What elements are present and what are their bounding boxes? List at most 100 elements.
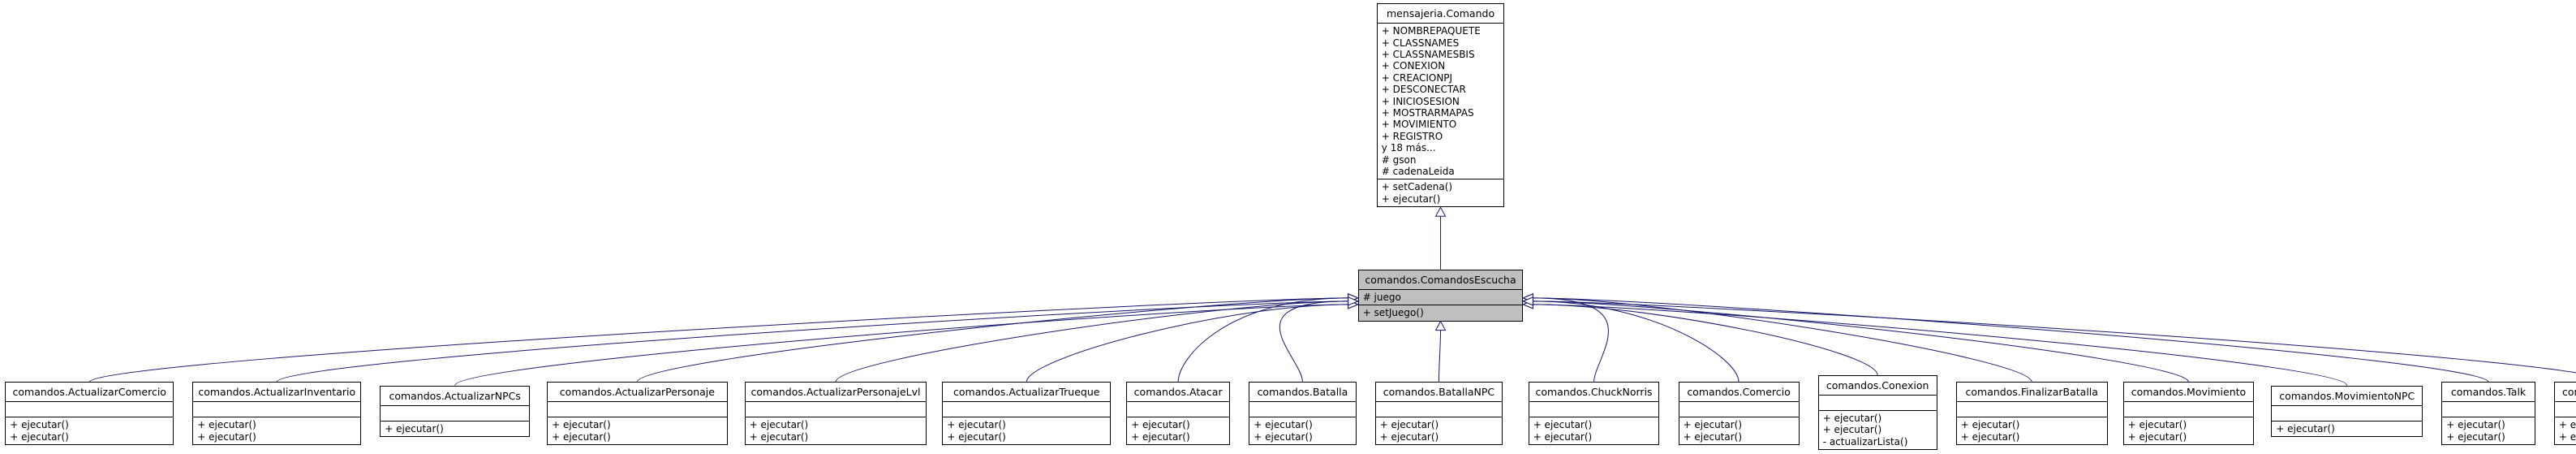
class-attributes — [1529, 401, 1659, 417]
class-member: + ejecutar() — [2127, 419, 2187, 431]
inheritance-edge — [1177, 297, 1348, 383]
class-attributes — [381, 404, 530, 421]
class-methods-comandosescucha: + setJuego() — [1358, 305, 1523, 321]
class-attributes — [6, 401, 174, 417]
class-box-comando[interactable]: mensajeria.Comando + NOMBREPAQUETE+ CLAS… — [1376, 3, 1505, 208]
inheritance-edge — [1533, 297, 2032, 383]
class-member: + ejecutar() — [2127, 430, 2187, 443]
class-member: + ejecutar() — [1131, 419, 1190, 431]
inheritance-edge — [1026, 304, 1348, 383]
class-box-batallanpc[interactable]: comandos.BatallaNPC + ejecutar()+ ejecuta… — [1374, 382, 1503, 446]
inheritance-edge — [1533, 297, 1609, 383]
class-member: + CREACIONPJ — [1381, 71, 1453, 84]
class-member: + MOSTRARMAPAS — [1381, 107, 1474, 119]
class-box-comercio[interactable]: comandos.Comercio + ejecutar()+ ejecutar(… — [1678, 382, 1800, 446]
class-member: + ejecutar() — [947, 419, 1006, 431]
class-box-finalizarbatalla[interactable]: comandos.FinalizarBatalla + ejecutar()+ e… — [1955, 382, 2108, 446]
class-member: + NOMBREPAQUETE — [1381, 25, 1481, 37]
class-member: + ejecutar() — [749, 430, 809, 443]
class-attributes — [2123, 401, 2254, 417]
class-title: comandos.Talk — [2450, 386, 2527, 399]
class-member: + ejecutar() — [1822, 424, 1882, 436]
class-methods-comando: + setCadena()+ ejecutar() — [1377, 179, 1504, 206]
class-member: + ejecutar() — [10, 419, 69, 431]
class-member: + ejecutar() — [1254, 419, 1313, 431]
class-attributes-comando: + NOMBREPAQUETE+ CLASSNAMES+ CLASSNAMESB… — [1377, 23, 1504, 179]
class-member: + ejecutar() — [2446, 430, 2505, 443]
class-box-actualizarcomercio[interactable]: comandos.ActualizarComercio+ ejecutar()+… — [5, 382, 174, 446]
class-methods: + ejecutar()+ ejecutar() — [2123, 417, 2254, 444]
inheritance-edge — [636, 297, 1348, 383]
class-member: + INICIOSESION — [1381, 95, 1460, 107]
class-title: comandos.Conexion — [1826, 379, 1929, 391]
class-box-actualizarinventario[interactable]: comandos.ActualizarInventario + ejecutar(… — [192, 382, 362, 446]
inheritance-arrowhead — [1522, 296, 1533, 306]
class-box-talk[interactable]: comandos.Talk + ejecutar()+ ejecutar() — [2441, 382, 2535, 446]
class-box-actualizarpersonaje[interactable]: comandos.ActualizarPersonaje + ejecutar()… — [547, 382, 728, 446]
inheritance-arrowhead — [1434, 206, 1447, 217]
class-title: comandos.ActualizarPersonaje — [559, 386, 715, 399]
class-box-atacar[interactable]: comandos.Atacar+ ejecutar()+ ejecutar() — [1126, 382, 1231, 446]
class-box-actualizartrueque[interactable]: comandos.ActualizarTrueque+ ejecutar()+ … — [942, 382, 1112, 446]
class-title: comandos.ActualizarTrueque — [953, 386, 1100, 399]
class-box-movimientonpc[interactable]: comandos.MovimientoNPC + ejecutar() — [2271, 385, 2423, 437]
class-title: comandos.BatallaNPC — [1383, 386, 1495, 399]
class-attributes — [2272, 404, 2423, 421]
inheritance-arrowhead — [1434, 320, 1447, 331]
class-methods: + ejecutar()+ ejecutar() — [1375, 417, 1503, 444]
class-member: + ejecutar() — [197, 419, 256, 431]
class-attributes — [1818, 395, 1937, 410]
class-member: + ejecutar() — [1683, 430, 1743, 443]
class-member: + ejecutar() — [1960, 430, 2020, 443]
class-member: + ejecutar() — [1533, 430, 1593, 443]
class-title: comandos.Comercio — [1687, 386, 1791, 399]
class-member: + CLASSNAMESBIS — [1381, 49, 1475, 60]
class-member: + setJuego() — [1362, 307, 1424, 319]
class-member: # gson — [1381, 153, 1417, 166]
class-attributes — [1956, 401, 2107, 417]
class-methods: + ejecutar() — [381, 420, 530, 436]
class-box-batalla[interactable]: comandos.Batalla + ejecutar()+ ejecutar() — [1249, 382, 1357, 446]
class-methods: + ejecutar()+ ejecutar() — [1956, 417, 2107, 444]
class-attributes-comandosescucha: # juego — [1358, 288, 1523, 305]
class-box-trueque[interactable]: comandos.Trueque+ ejecutar()+ ejecutar() — [2553, 382, 2576, 446]
class-methods: + ejecutar() — [2272, 420, 2423, 436]
class-methods: + ejecutar()+ ejecutar() — [1249, 417, 1356, 444]
class-member: # cadenaLeida — [1381, 166, 1455, 178]
inheritance-edge — [1533, 304, 1878, 376]
class-attributes — [745, 401, 927, 417]
class-methods: + ejecutar()+ ejecutar() — [1529, 417, 1659, 444]
class-member: + ejecutar() — [552, 419, 611, 431]
class-member: + ejecutar() — [1379, 430, 1439, 443]
class-box-chucknorris[interactable]: comandos.ChuckNorris+ ejecutar()+ ejecut… — [1528, 382, 1660, 446]
class-box-actualizarpersonajelvl[interactable]: comandos.ActualizarPersonajeLvl+ ejecuta… — [744, 382, 927, 446]
class-box-conexion[interactable]: comandos.Conexion+ ejecutar()+ ejecutar(… — [1817, 375, 1937, 451]
class-methods: + ejecutar()+ ejecutar() — [2442, 417, 2535, 444]
class-member: + ejecutar() — [1683, 419, 1743, 431]
class-box-actualizarnpcs[interactable]: comandos.ActualizarNPCs + ejecutar() — [380, 385, 531, 437]
class-attributes — [1249, 401, 1356, 417]
class-attributes — [193, 401, 361, 417]
class-methods: + ejecutar()+ ejecutar() — [548, 417, 727, 444]
class-box-comandosescucha[interactable]: comandos.ComandosEscucha # juego + setJu… — [1357, 269, 1524, 322]
class-title: comandos.FinalizarBatalla — [1965, 386, 2098, 399]
class-attributes — [2442, 401, 2535, 417]
class-member: + ejecutar() — [2558, 419, 2576, 431]
class-member: # juego — [1362, 291, 1401, 303]
class-title: comandos.ActualizarInventario — [198, 386, 356, 399]
inheritance-edge — [1279, 301, 1348, 383]
class-member: + ejecutar() — [2558, 430, 2576, 443]
class-title-comandosescucha: comandos.ComandosEscucha — [1358, 270, 1523, 289]
inheritance-edge — [1533, 304, 2348, 387]
inheritance-edge — [835, 301, 1348, 383]
class-title: comandos.Batalla — [1257, 386, 1348, 399]
inheritance-edge — [88, 297, 1348, 383]
inheritance-edge — [454, 304, 1348, 387]
class-attributes — [1375, 401, 1503, 417]
class-title: comandos.MovimientoNPC — [2279, 389, 2415, 402]
class-methods: + ejecutar()+ ejecutar() — [1679, 417, 1799, 444]
inheritance-edge — [1438, 330, 1442, 383]
class-member: + ejecutar() — [1960, 419, 2020, 431]
class-box-movimiento[interactable]: comandos.Movimiento+ ejecutar()+ ejecuta… — [2122, 382, 2255, 446]
class-title: comandos.ActualizarNPCs — [389, 389, 521, 402]
